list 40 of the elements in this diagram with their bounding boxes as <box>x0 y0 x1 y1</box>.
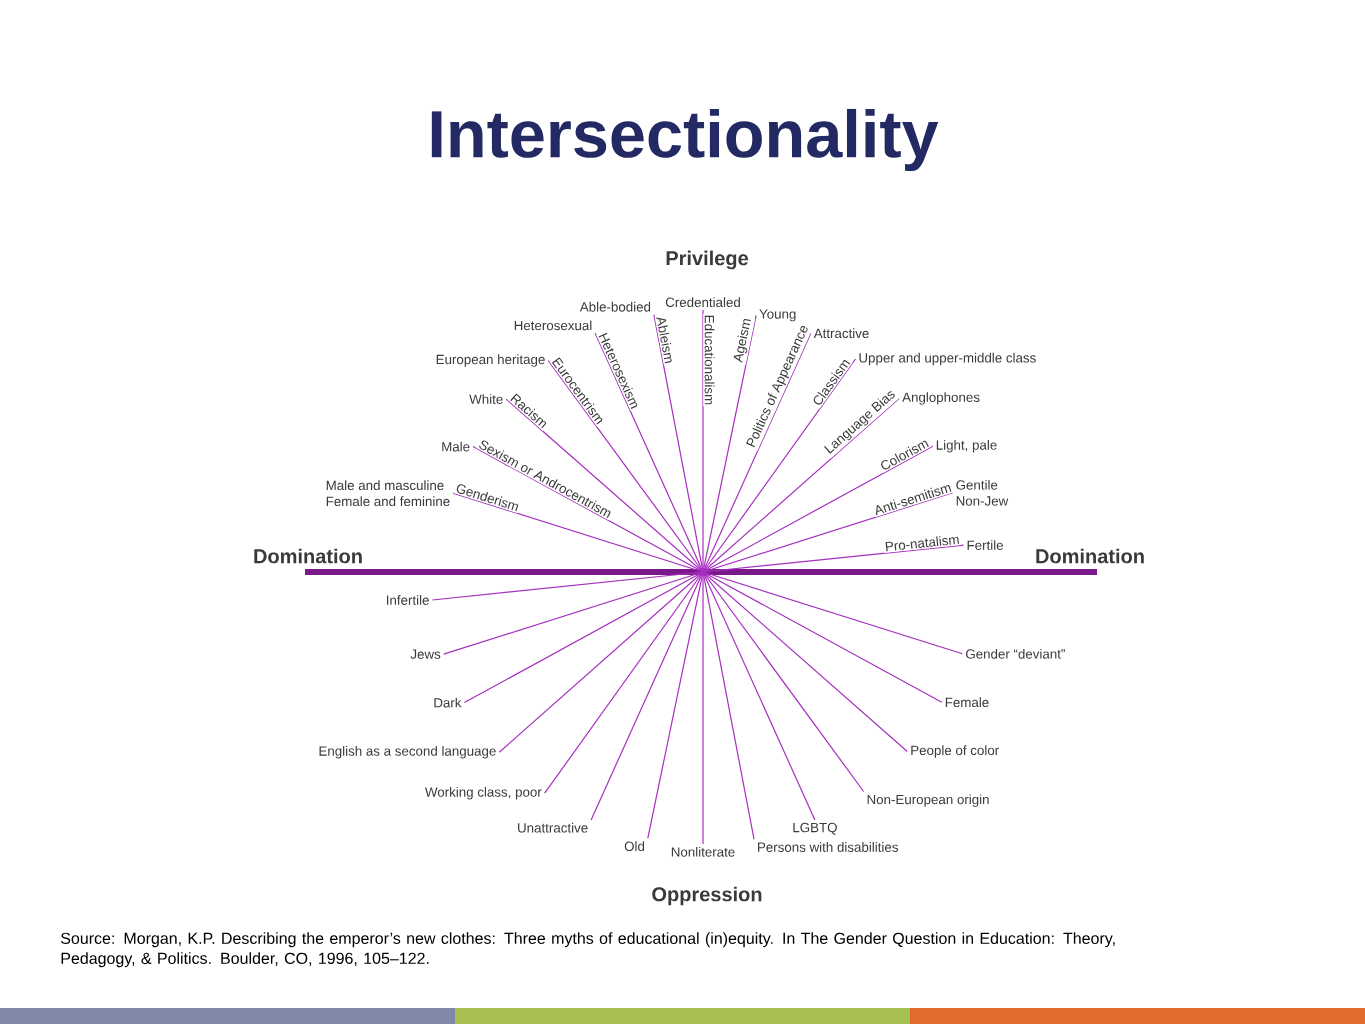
group-label: White <box>469 394 503 404</box>
group-label: Non-European origin <box>867 794 989 807</box>
group-label: Infertile <box>387 595 429 605</box>
axis-title: Privilege <box>666 250 748 270</box>
group-label: People of color <box>911 745 999 758</box>
group-label: Upper and upper-middle class <box>859 352 1036 366</box>
group-label: Male and masculine Female and feminine <box>326 480 450 507</box>
axis-title: Domination <box>254 548 362 564</box>
group-label: Unattractive <box>518 822 588 833</box>
group-label: Light, pale <box>936 439 997 453</box>
axis-title: Oppression <box>652 886 762 906</box>
group-label: Persons with disabilities <box>758 842 898 852</box>
group-label: Heterosexual <box>514 320 592 331</box>
group-label: Jews <box>410 649 441 659</box>
group-label: Fertile <box>967 540 1003 550</box>
group-label: English as a second language <box>319 745 496 759</box>
group-label: Male <box>442 441 470 452</box>
group-label: Nonliterate <box>671 846 735 857</box>
group-label: Dark <box>434 697 462 708</box>
title: Intersectionality <box>431 108 939 172</box>
group-label: Gender “deviant” <box>966 648 1065 659</box>
edge-label: Ageism <box>730 315 756 365</box>
group-label: LGBTQ <box>793 822 837 835</box>
edge-label: Educationalism <box>703 313 716 407</box>
group-label: European heritage <box>436 354 545 367</box>
group-label: Female <box>945 697 989 708</box>
group-label: Young <box>759 309 796 322</box>
edge-label: Pro-natalism <box>882 532 962 553</box>
group-label: Working class, poor <box>425 786 542 800</box>
group-label: Credentialed <box>665 297 740 308</box>
group-label: Anglophones <box>902 392 980 405</box>
group-label: Able-bodied <box>579 301 651 312</box>
source-note: Source: Morgan, K.P. Describing the emperor’s new clothes: Three myths of educational (in)equity. In The Gender Question in Education: Theory, Pedagogy, & Politics. Boulder, CO, 1996, 105–122. <box>61 932 1115 968</box>
axis-title: Domination <box>1036 548 1144 564</box>
group-label: Gentile Non-Jew <box>956 479 1009 506</box>
spoke-line <box>431 544 965 601</box>
group-label: Old <box>624 841 644 851</box>
group-label: Attractive <box>813 328 869 339</box>
edge-label: Ableism <box>654 314 677 366</box>
spoke-line <box>702 309 704 845</box>
